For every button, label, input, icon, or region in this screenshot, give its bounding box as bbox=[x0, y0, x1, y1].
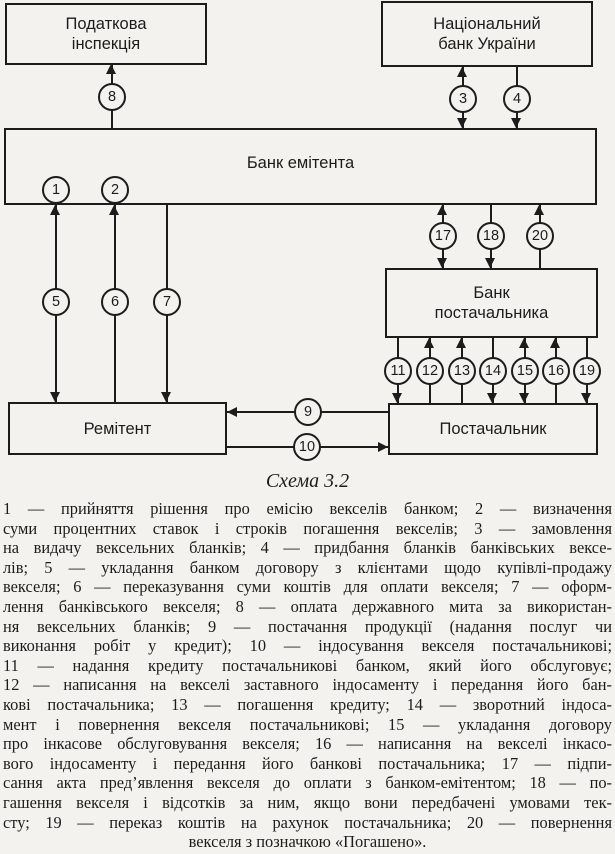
arrow-left-step9 bbox=[227, 407, 237, 417]
legend-line: кові постачальника; 13 — погашення креди… bbox=[3, 694, 612, 714]
legend-line: вого індосаменту і передання його банков… bbox=[3, 753, 612, 773]
node-supplier: Постачальник bbox=[388, 403, 598, 455]
arrow-down-step7 bbox=[161, 392, 171, 402]
node-issuer-bank-label: Банк емітента bbox=[246, 153, 355, 172]
node-supplier-bank-label-line2: постачальника bbox=[434, 304, 549, 322]
arrow-down-step14 bbox=[487, 393, 497, 403]
arrow-up-step15 bbox=[519, 338, 529, 348]
arrow-up-step6 bbox=[109, 205, 119, 215]
flow-step-18: 18 bbox=[477, 222, 505, 250]
flow-step-17: 17 bbox=[429, 222, 457, 250]
legend-line-last: векселя з позначкою «Погашено». bbox=[188, 832, 427, 852]
arrow-right-step10 bbox=[378, 442, 388, 452]
flow-step-10: 10 bbox=[293, 433, 321, 461]
arrow-up-step12 bbox=[424, 338, 434, 348]
legend-line: виконання робіт у кредит); 10 — індосува… bbox=[3, 636, 612, 656]
flow-step-13: 13 bbox=[448, 357, 476, 385]
legend-line: мент і повернення векселя постачальников… bbox=[3, 714, 612, 734]
arrow-down-step17 bbox=[437, 258, 447, 268]
legend-line: сання акта пред’явлення векселя до оплат… bbox=[3, 773, 612, 793]
legend-line: сту; 19 — переказ коштів на рахунок пост… bbox=[3, 812, 612, 832]
arrow-up-step8 bbox=[106, 64, 116, 74]
legend-line: суми процентних ставок і строків погашен… bbox=[3, 518, 612, 538]
flow-step-11: 11 bbox=[384, 357, 412, 385]
arrow-down-step11 bbox=[392, 393, 402, 403]
node-remitent-label: Ремітент bbox=[83, 419, 152, 438]
node-supplier-bank-label-line1: Банк bbox=[473, 284, 510, 302]
legend-line: лів; 5 — укладання банком договору з клі… bbox=[3, 557, 612, 577]
figure-legend: 1 — прийняття рішення про емісію векселі… bbox=[3, 499, 612, 852]
legend-line: 11 — надання кредиту постачальникові бан… bbox=[3, 655, 612, 675]
legend-line: гашення векселя і відсотків за ним, якщо… bbox=[3, 792, 612, 812]
arrow-up-step13 bbox=[456, 338, 466, 348]
flow-step-5: 5 bbox=[42, 288, 70, 316]
node-national-bank-label-line2: банк України bbox=[438, 35, 536, 53]
flow-step-4: 4 bbox=[503, 85, 531, 113]
arrow-up-step17 bbox=[437, 205, 447, 215]
node-supplier-bank: Банк постачальника bbox=[385, 268, 598, 338]
legend-line: 12 — написання на векселі заставного інд… bbox=[3, 675, 612, 695]
flow-step-1: 1 bbox=[42, 176, 70, 204]
arrow-up-step20 bbox=[534, 205, 544, 215]
legend-line: ня вексельних бланків; 9 — постачання пр… bbox=[3, 616, 612, 636]
node-tax-inspection: Податкова інспекція bbox=[5, 3, 207, 65]
flow-step-3: 3 bbox=[449, 85, 477, 113]
node-national-bank: Національний банк України bbox=[381, 1, 593, 67]
flow-step-16: 16 bbox=[542, 357, 570, 385]
node-remitent: Ремітент bbox=[8, 402, 227, 455]
flow-step-2: 2 bbox=[101, 176, 129, 204]
node-tax-inspection-label-line1: Податкова bbox=[65, 15, 147, 33]
figure-caption: Схема 3.2 bbox=[265, 470, 350, 492]
flow-step-7: 7 bbox=[153, 288, 181, 316]
node-tax-inspection-label-line2: інспекція bbox=[71, 35, 141, 53]
arrow-up-step3 bbox=[457, 67, 467, 77]
legend-line: на видачу вексельних бланків; 4 — придба… bbox=[3, 538, 612, 558]
node-supplier-label: Постачальник bbox=[439, 420, 547, 438]
flow-step-8: 8 bbox=[98, 83, 126, 111]
arrow-down-step18 bbox=[485, 258, 495, 268]
flow-step-19: 19 bbox=[573, 357, 601, 385]
legend-line: про інкасове обслуговування векселя; 16 … bbox=[3, 734, 612, 754]
legend-line: 1 — прийняття рішення про емісію векселі… bbox=[3, 499, 612, 518]
legend-line: лення банківського векселя; 8 — оплата д… bbox=[3, 596, 612, 616]
node-national-bank-label-line1: Національний bbox=[433, 15, 541, 33]
flow-step-15: 15 bbox=[511, 357, 539, 385]
flow-step-6: 6 bbox=[101, 288, 129, 316]
arrow-down-step5 bbox=[50, 392, 60, 402]
flow-step-12: 12 bbox=[416, 357, 444, 385]
arrow-down-step19 bbox=[581, 393, 591, 403]
arrow-up-step16 bbox=[550, 338, 560, 348]
node-issuer-bank: Банк емітента bbox=[4, 128, 597, 205]
arrow-down-step15 bbox=[519, 393, 529, 403]
flow-step-20: 20 bbox=[526, 222, 554, 250]
arrow-down-step4 bbox=[511, 118, 521, 128]
legend-line: векселя; 6 — переказування суми коштів д… bbox=[3, 577, 612, 597]
arrow-down-step3 bbox=[457, 118, 467, 128]
arrow-up-step5 bbox=[50, 205, 60, 215]
flow-step-9: 9 bbox=[294, 398, 322, 426]
flow-step-14: 14 bbox=[479, 357, 507, 385]
